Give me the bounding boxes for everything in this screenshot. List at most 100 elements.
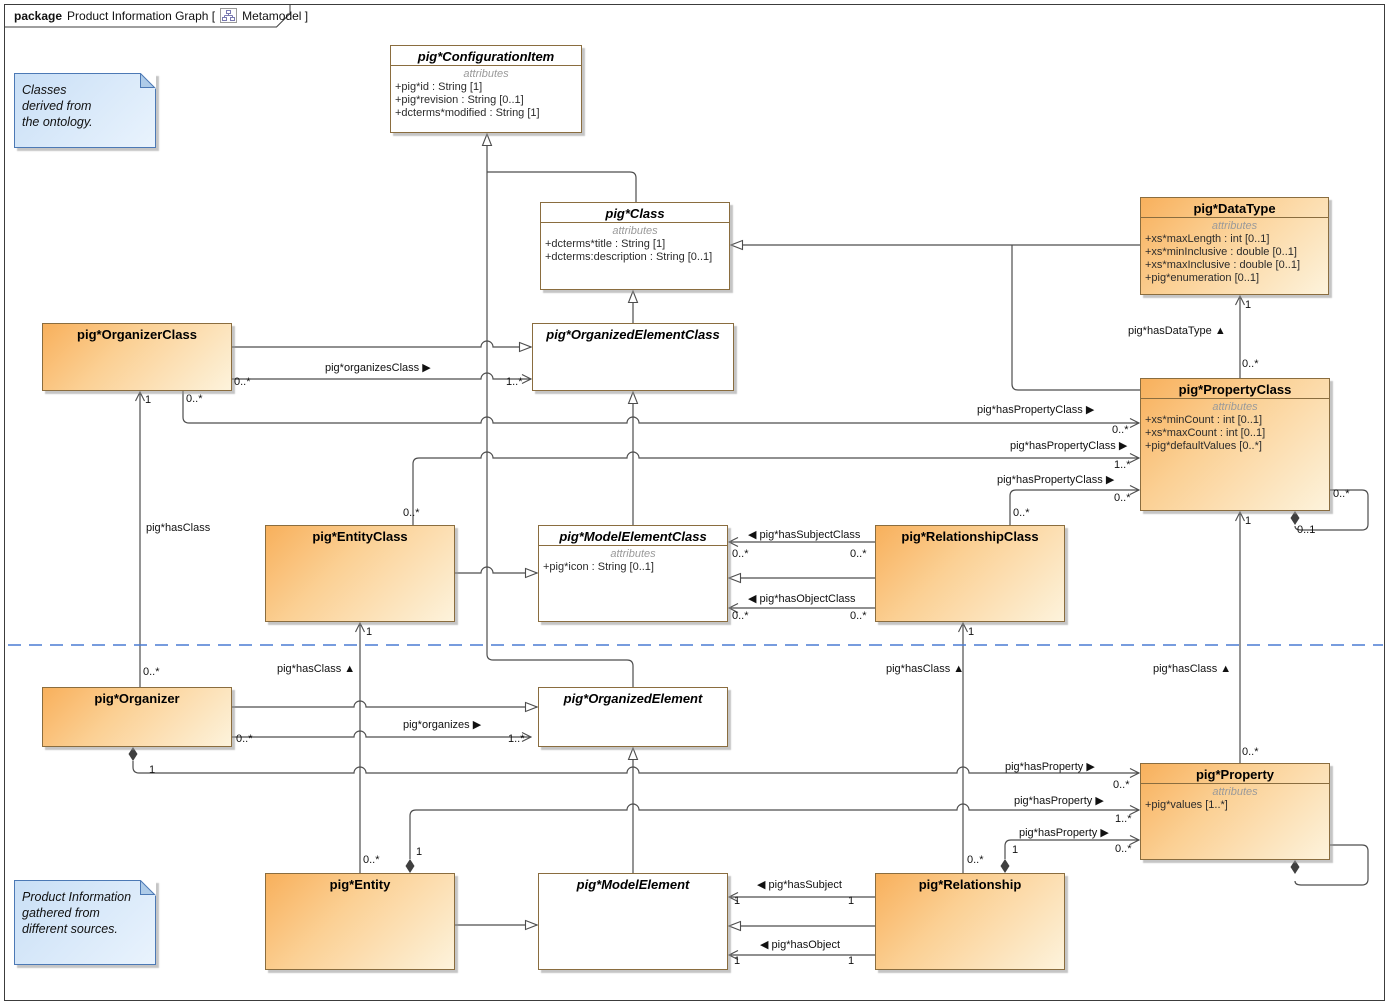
multiplicity-label: 0..*: [850, 548, 867, 560]
multiplicity-label: 1..*: [508, 733, 525, 745]
assoc-propertyclass-self: [1294, 489, 1369, 531]
class-title: pig*Entity: [329, 877, 391, 892]
association-label: pig*hasProperty ▶: [1019, 827, 1109, 839]
multiplicity-label: 0..*: [403, 507, 420, 519]
class-title: pig*RelationshipClass: [901, 529, 1039, 544]
tab-diagram-name: Metamodel ]: [242, 8, 309, 23]
class-pig-relationshipclass[interactable]: pig*RelationshipClass: [875, 525, 1065, 622]
association-label: pig*organizes ▶: [403, 719, 482, 731]
multiplicity-label: 1: [848, 895, 855, 907]
association-label: pig*hasPropertyClass ▶: [977, 404, 1095, 416]
multiplicity-label: 0..*: [732, 548, 749, 560]
multiplicity-label: 0..*: [236, 733, 253, 745]
note-product-information[interactable]: Product Information gathered from differ…: [14, 880, 156, 965]
assoc-haspropertyclass-relationshipclass: [1009, 490, 1139, 525]
composition-diamonds: [128, 511, 1300, 874]
attributes-header: attributes: [463, 68, 509, 80]
class-pig-configurationitem[interactable]: pig*ConfigurationItem attributes +pig*id…: [390, 45, 582, 133]
class-title: pig*ModelElement: [576, 877, 690, 892]
multiplicity-label: 0..*: [186, 393, 203, 405]
gen-organizedelement-to-configurationitem: [487, 134, 634, 687]
multiplicity-label: 0..*: [143, 666, 160, 678]
note-classes-derived[interactable]: Classes derived from the ontology.: [14, 73, 156, 148]
attribute: +dcterms:description : String [0..1]: [545, 251, 713, 263]
tab-shape: [4, 4, 291, 28]
attributes-header: attributes: [612, 225, 658, 237]
multiplicity-label: 1: [1245, 515, 1252, 527]
class-pig-modelelementclass[interactable]: pig*ModelElementClass attributes +pig*ic…: [538, 525, 728, 622]
multiplicity-label: 0..*: [1114, 492, 1131, 504]
compartment-separator: [1141, 217, 1328, 218]
multiplicity-label: 0..*: [1242, 746, 1259, 758]
class-pig-class[interactable]: pig*Class attributes +dcterms*title : St…: [540, 202, 730, 290]
class-pig-entity[interactable]: pig*Entity: [265, 873, 455, 970]
association-label: pig*organizesClass ▶: [325, 362, 431, 374]
attributes-header: attributes: [610, 548, 656, 560]
class-title: pig*ConfigurationItem: [417, 49, 555, 64]
note-fold-icon: [140, 73, 156, 89]
class-pig-entityclass[interactable]: pig*EntityClass: [265, 525, 455, 622]
assoc-haspropertyclass-entityclass: [412, 451, 1139, 525]
association-label: pig*hasProperty ▶: [1005, 761, 1095, 773]
multiplicity-label: 1: [149, 764, 156, 776]
multiplicity-label: 0..1: [1297, 524, 1316, 536]
class-title: pig*OrganizedElementClass: [546, 327, 720, 342]
association-label: pig*hasClass ▲: [1153, 663, 1232, 675]
association-label: ◀ pig*hasObject: [760, 939, 841, 951]
class-pig-datatype[interactable]: pig*DataType attributes +xs*maxLength : …: [1140, 197, 1329, 295]
association-label: pig*hasProperty ▶: [1014, 795, 1104, 807]
assoc-organizes: [232, 730, 531, 737]
multiplicity-label: 0..*: [1112, 424, 1129, 436]
compartment-separator: [541, 222, 729, 223]
multiplicity-label: 1: [145, 394, 152, 406]
multiplicity-label: 1..*: [1114, 459, 1131, 471]
attribute: +dcterms*modified : String [1]: [395, 107, 540, 119]
class-title: pig*ModelElementClass: [559, 529, 707, 544]
gen-organizerclass-to-organizedelementclass: [232, 340, 531, 347]
multiplicity-label: 1: [734, 955, 741, 967]
multiplicity-label: 0..*: [967, 854, 984, 866]
association-label: pig*hasClass ▲: [886, 663, 965, 675]
class-pig-organizedelementclass[interactable]: pig*OrganizedElementClass: [532, 323, 734, 391]
multiplicity-label: 1: [848, 955, 855, 967]
association-label: ◀ pig*hasObjectClass: [748, 593, 856, 605]
class-title: pig*EntityClass: [312, 529, 408, 544]
class-title: pig*OrganizerClass: [77, 327, 197, 342]
gen-class-to-configurationitem: [487, 171, 637, 202]
attribute: +pig*values [1..*]: [1145, 799, 1228, 811]
multiplicity-label: 1: [968, 626, 975, 638]
attribute: +pig*id : String [1]: [395, 81, 483, 93]
association-label: pig*hasPropertyClass ▶: [1010, 440, 1128, 452]
gen-propertyclass-to-class: [1011, 245, 1140, 391]
compartment-separator: [391, 65, 581, 66]
attribute: +xs*minCount : int [0..1]: [1145, 414, 1263, 426]
attribute: +pig*revision : String [0..1]: [395, 94, 524, 106]
gen-organizer-to-organizedelement: [232, 700, 537, 707]
class-pig-organizer[interactable]: pig*Organizer: [42, 687, 232, 747]
association-label: ◀ pig*hasSubject: [757, 879, 842, 891]
multiplicity-label: 0..*: [1333, 488, 1350, 500]
multiplicity-label: 1: [1245, 299, 1252, 311]
class-pig-property[interactable]: pig*Property attributes +pig*values [1..…: [1140, 763, 1330, 860]
class-pig-propertyclass[interactable]: pig*PropertyClass attributes +xs*minCoun…: [1140, 378, 1330, 511]
class-title: pig*Relationship: [918, 877, 1022, 892]
assoc-haspropertyclass-organizerclass: [182, 391, 1139, 423]
class-title: pig*PropertyClass: [1178, 382, 1292, 397]
class-pig-organizedelement[interactable]: pig*OrganizedElement: [538, 687, 728, 747]
assoc-property-self: [1294, 844, 1369, 886]
diagram-frame: [4, 4, 1385, 1001]
attribute: +dcterms*title : String [1]: [545, 238, 666, 250]
diagram-icon: [220, 8, 238, 23]
class-pig-relationship[interactable]: pig*Relationship: [875, 873, 1065, 970]
class-title: pig*Class: [605, 206, 665, 221]
assoc-hasproperty-entity: [409, 803, 1139, 859]
attribute: +xs*maxCount : int [0..1]: [1145, 427, 1266, 439]
multiplicity-label: 1..*: [1115, 813, 1132, 825]
class-title: pig*OrganizedElement: [563, 691, 703, 706]
class-pig-modelelement[interactable]: pig*ModelElement: [538, 873, 728, 970]
multiplicity-label: 0..*: [1113, 779, 1130, 791]
multiplicity-label: 1: [416, 846, 423, 858]
class-pig-organizerclass[interactable]: pig*OrganizerClass: [42, 323, 232, 391]
